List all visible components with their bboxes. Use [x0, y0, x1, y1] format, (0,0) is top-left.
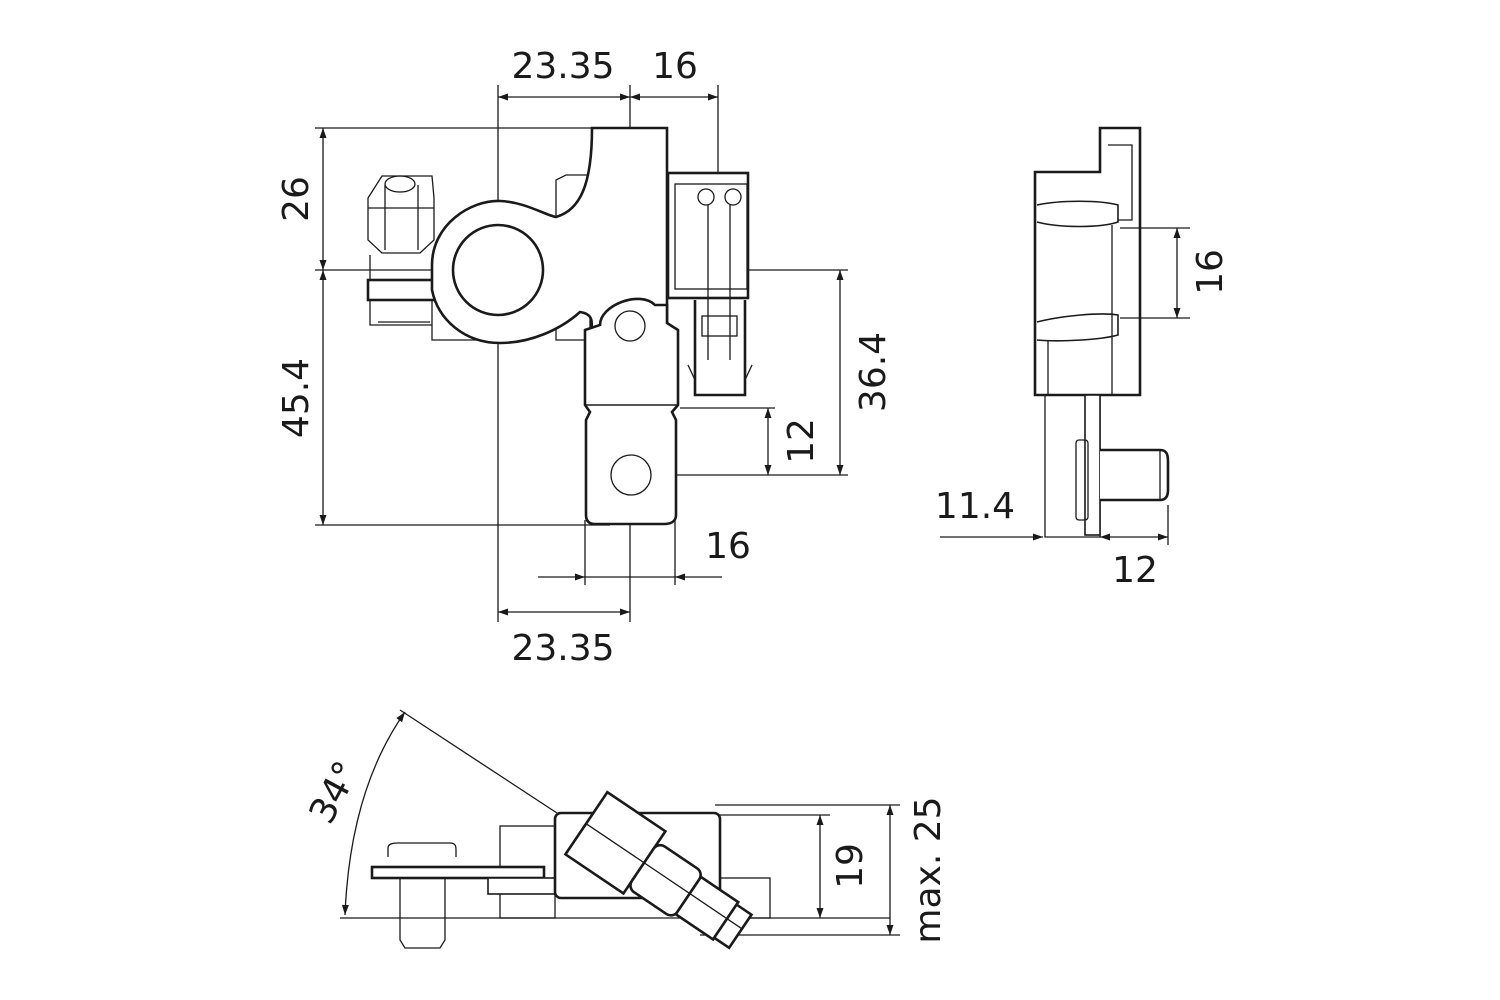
extension-lines: [315, 85, 848, 622]
side-dimension-lines: [940, 227, 1190, 545]
pin: [1100, 448, 1170, 502]
dim-11-4: 11.4: [935, 486, 1015, 527]
dim-16-side: 16: [1190, 249, 1231, 295]
dim-23-35-top: 23.35: [511, 46, 614, 87]
dim-16-top: 16: [652, 46, 698, 87]
side-view: 16 11.4 12: [935, 126, 1231, 591]
dim-max-25: max. 25: [908, 796, 949, 943]
tab-hole-upper: [614, 310, 646, 342]
dim-23-35-bottom: 23.35: [511, 628, 614, 669]
bottom-view: 34° 19 max. 25: [302, 709, 949, 950]
dim-45-4: 45.4: [276, 358, 317, 438]
dim-36-4: 36.4: [853, 332, 894, 412]
terminal-tab: [583, 297, 680, 526]
dim-19: 19: [830, 843, 871, 889]
dim-26: 26: [276, 176, 317, 222]
angled-nut: [563, 790, 754, 950]
dim-12-front: 12: [781, 418, 822, 464]
clamp-bore: [451, 223, 545, 317]
connector: [666, 171, 753, 397]
dim-16-bottom: 16: [705, 526, 751, 567]
mount-plate: [1084, 394, 1101, 536]
hex-nut: [367, 175, 435, 326]
front-view: 23.35 16 26 45.4 36.4 12 16 23.35: [276, 46, 894, 669]
tab-hole-lower: [610, 454, 652, 496]
base-plate: [370, 865, 546, 880]
dim-12-side: 12: [1112, 550, 1158, 591]
dimension-lines: [319, 93, 844, 616]
